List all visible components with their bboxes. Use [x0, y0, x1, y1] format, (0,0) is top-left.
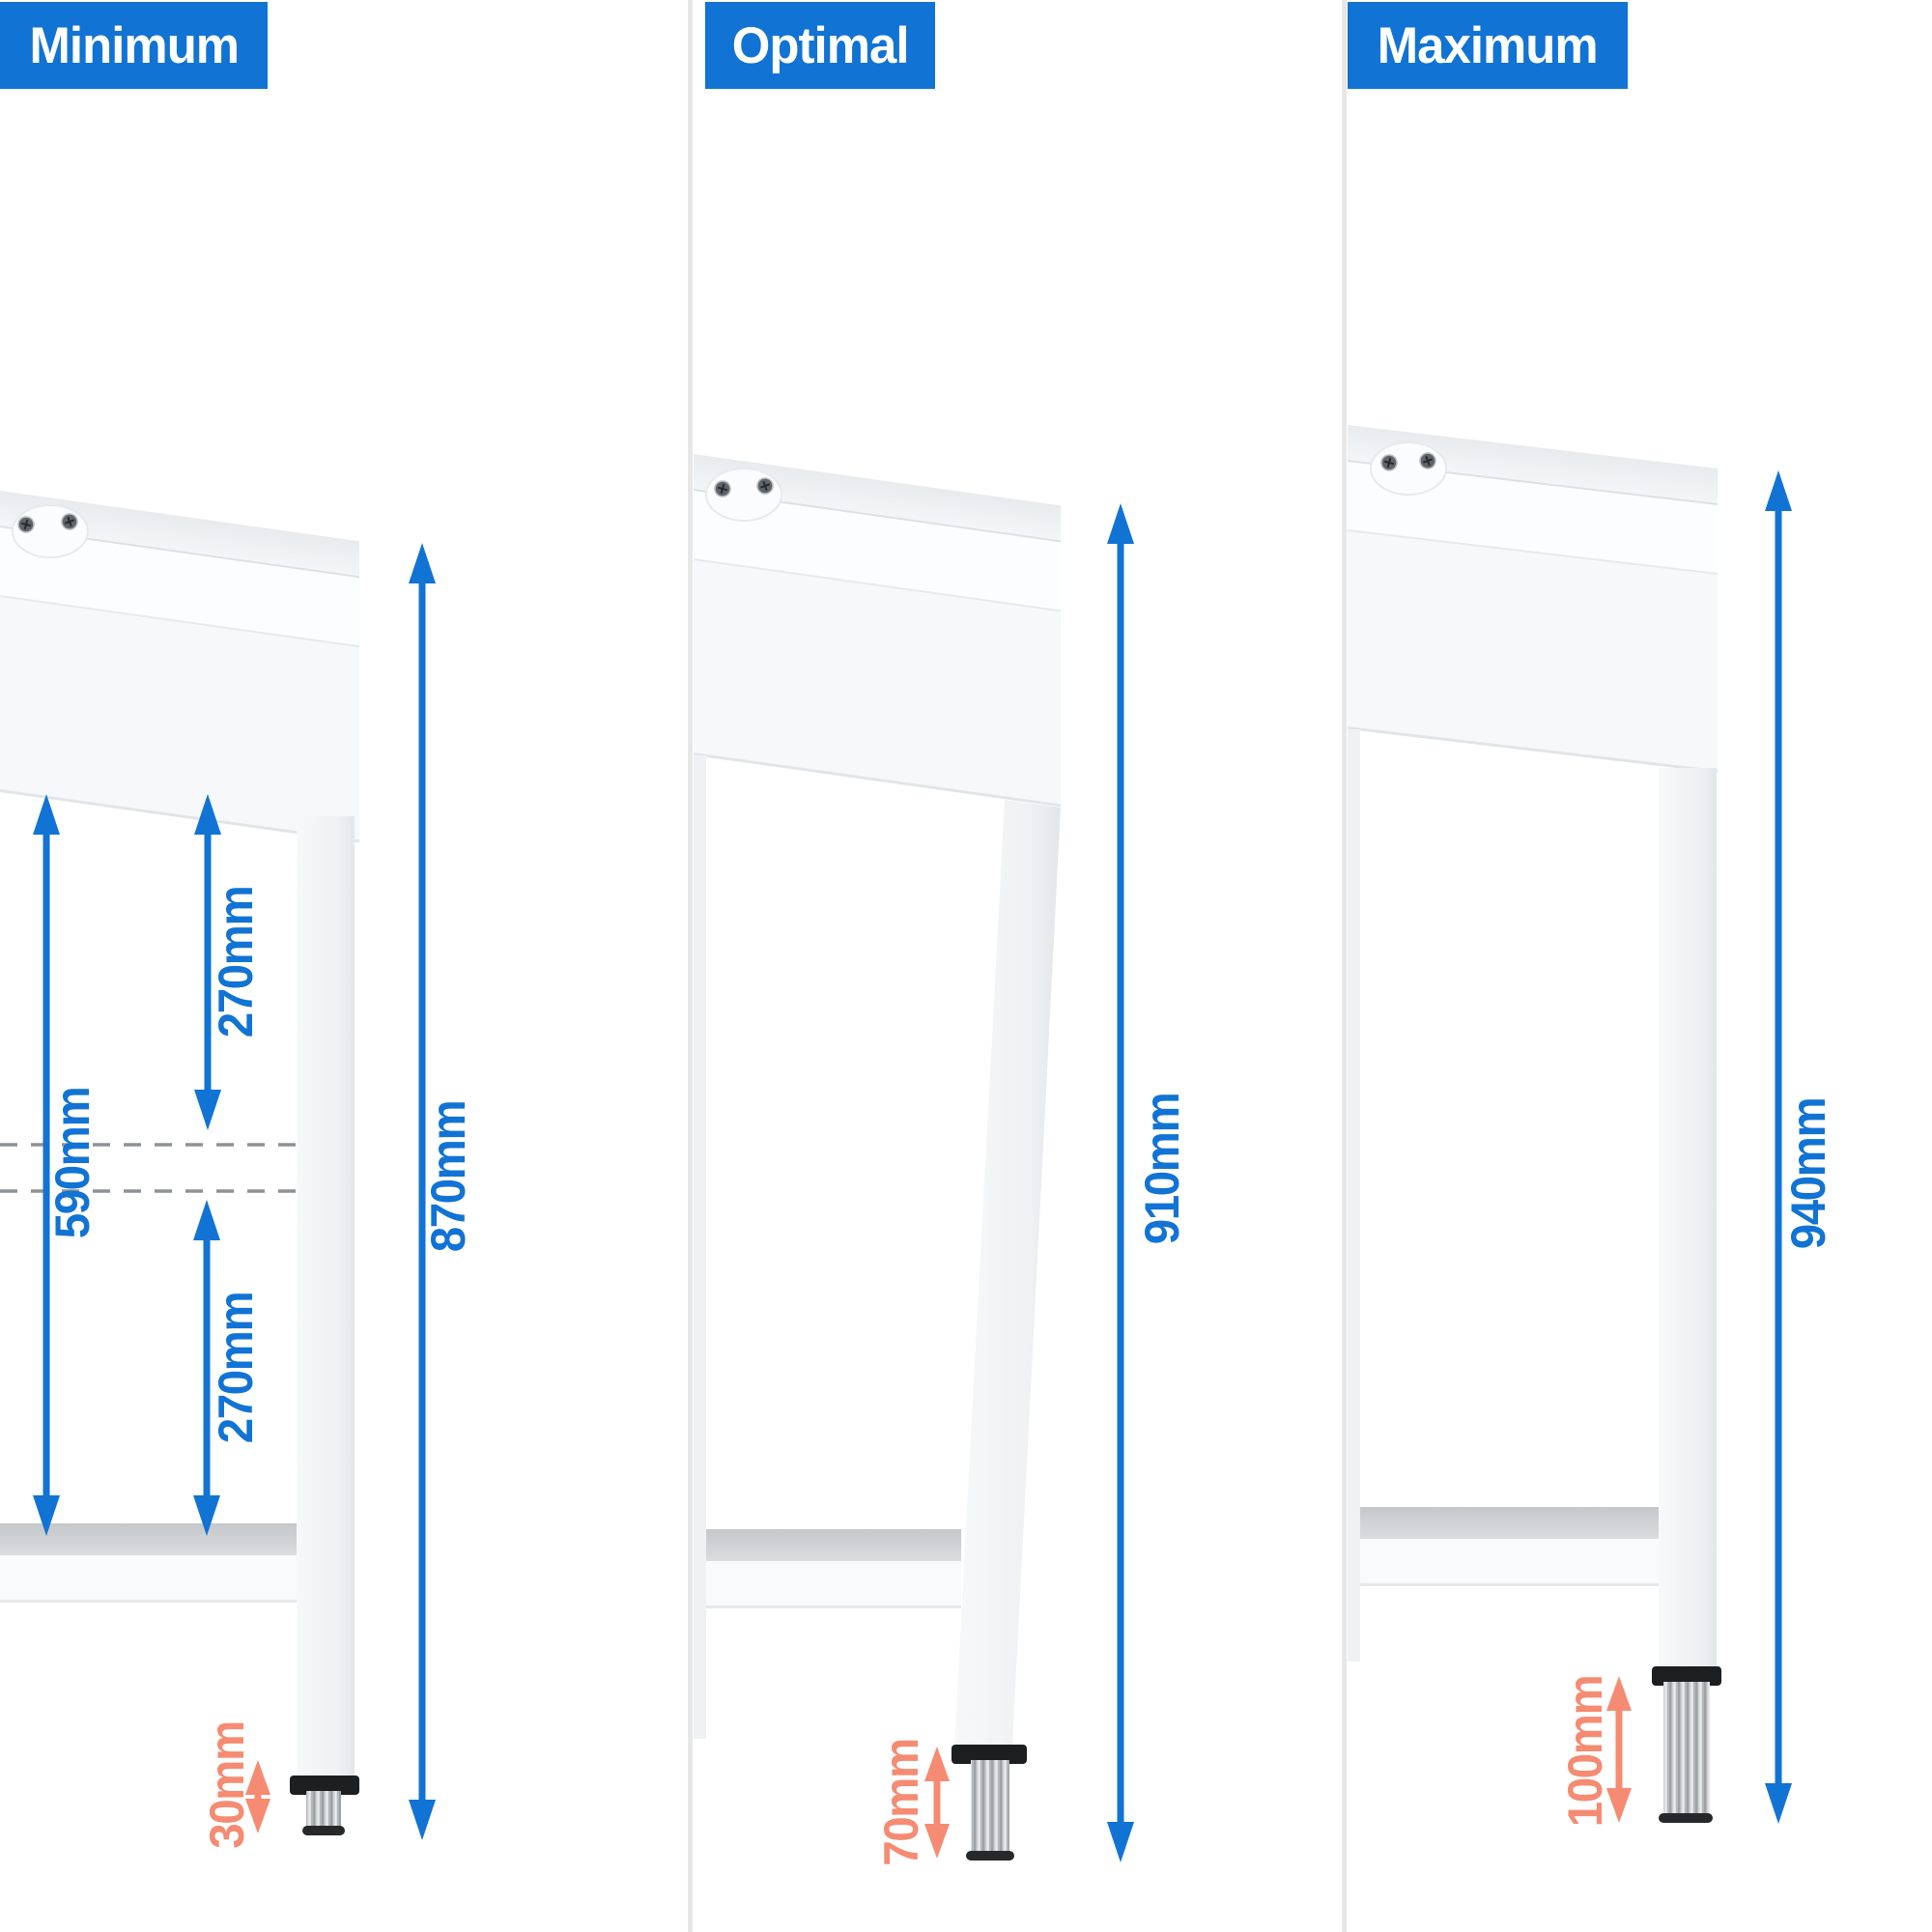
- dimension-arrow-940: [1765, 470, 1792, 1824]
- panel-divider-2: [1342, 0, 1347, 1932]
- dim-label-total-optimal: 910mm: [1135, 1093, 1189, 1245]
- foot-adjust-arrow-30: [245, 1760, 270, 1833]
- screw-icon: [17, 516, 35, 533]
- table-maximum: [1348, 425, 1792, 1824]
- screw-icon: [714, 480, 731, 497]
- panel-header-label: Optimal: [731, 16, 910, 74]
- dim-label-total-minimum: 870mm: [421, 1100, 475, 1253]
- dim-label-foot-optimal: 70mm: [874, 1739, 928, 1866]
- screw-icon: [61, 513, 78, 530]
- foot-adjust-arrow-70: [924, 1747, 950, 1859]
- dim-label-upper-segment: 270mm: [209, 886, 263, 1038]
- table-leg: [954, 800, 1061, 1745]
- table-leg: [1659, 768, 1717, 1666]
- rear-leg: [694, 755, 706, 1739]
- tabletop: [0, 491, 359, 843]
- screw-icon: [756, 477, 774, 495]
- screw-icon: [1380, 454, 1398, 471]
- adjustable-foot: [1652, 1666, 1721, 1823]
- dim-label-foot-minimum: 30mm: [200, 1721, 254, 1849]
- adjustable-foot: [290, 1776, 359, 1835]
- panel-divider-1: [688, 0, 693, 1932]
- lower-shelf: [706, 1529, 961, 1608]
- lower-shelf: [0, 1523, 297, 1603]
- tabletop: [694, 454, 1061, 808]
- mounting-bracket: [12, 504, 89, 558]
- dimension-arrow-870: [409, 543, 436, 1840]
- dimension-arrow-270-upper: [194, 794, 221, 1130]
- table-leg: [297, 816, 355, 1776]
- table-minimum: [0, 491, 436, 1840]
- panel-header-label: Maximum: [1378, 16, 1599, 74]
- screw-icon: [1419, 452, 1436, 469]
- panel-header-optimal: Optimal: [705, 2, 935, 89]
- panel-header-label: Minimum: [29, 16, 240, 74]
- rear-leg: [1348, 729, 1360, 1662]
- mounting-bracket: [1370, 441, 1447, 496]
- dimension-arrow-270-lower: [193, 1200, 220, 1536]
- panel-header-maximum: Maximum: [1348, 2, 1628, 89]
- panel-header-minimum: Minimum: [0, 2, 268, 89]
- dim-label-shelf-clearance: 590mm: [45, 1087, 99, 1239]
- tabletop: [1348, 425, 1718, 773]
- dim-label-foot-maximum: 100mm: [1558, 1675, 1612, 1828]
- dimension-arrow-590: [33, 794, 60, 1536]
- dimension-arrow-910: [1107, 503, 1134, 1862]
- dim-label-total-maximum: 940mm: [1781, 1097, 1835, 1250]
- dim-label-lower-segment: 270mm: [209, 1292, 263, 1444]
- foot-adjust-arrow-100: [1606, 1676, 1632, 1823]
- lower-shelf: [1360, 1507, 1659, 1586]
- adjustable-foot: [952, 1745, 1027, 1861]
- mounting-bracket: [705, 468, 782, 522]
- table-optimal: [694, 454, 1134, 1862]
